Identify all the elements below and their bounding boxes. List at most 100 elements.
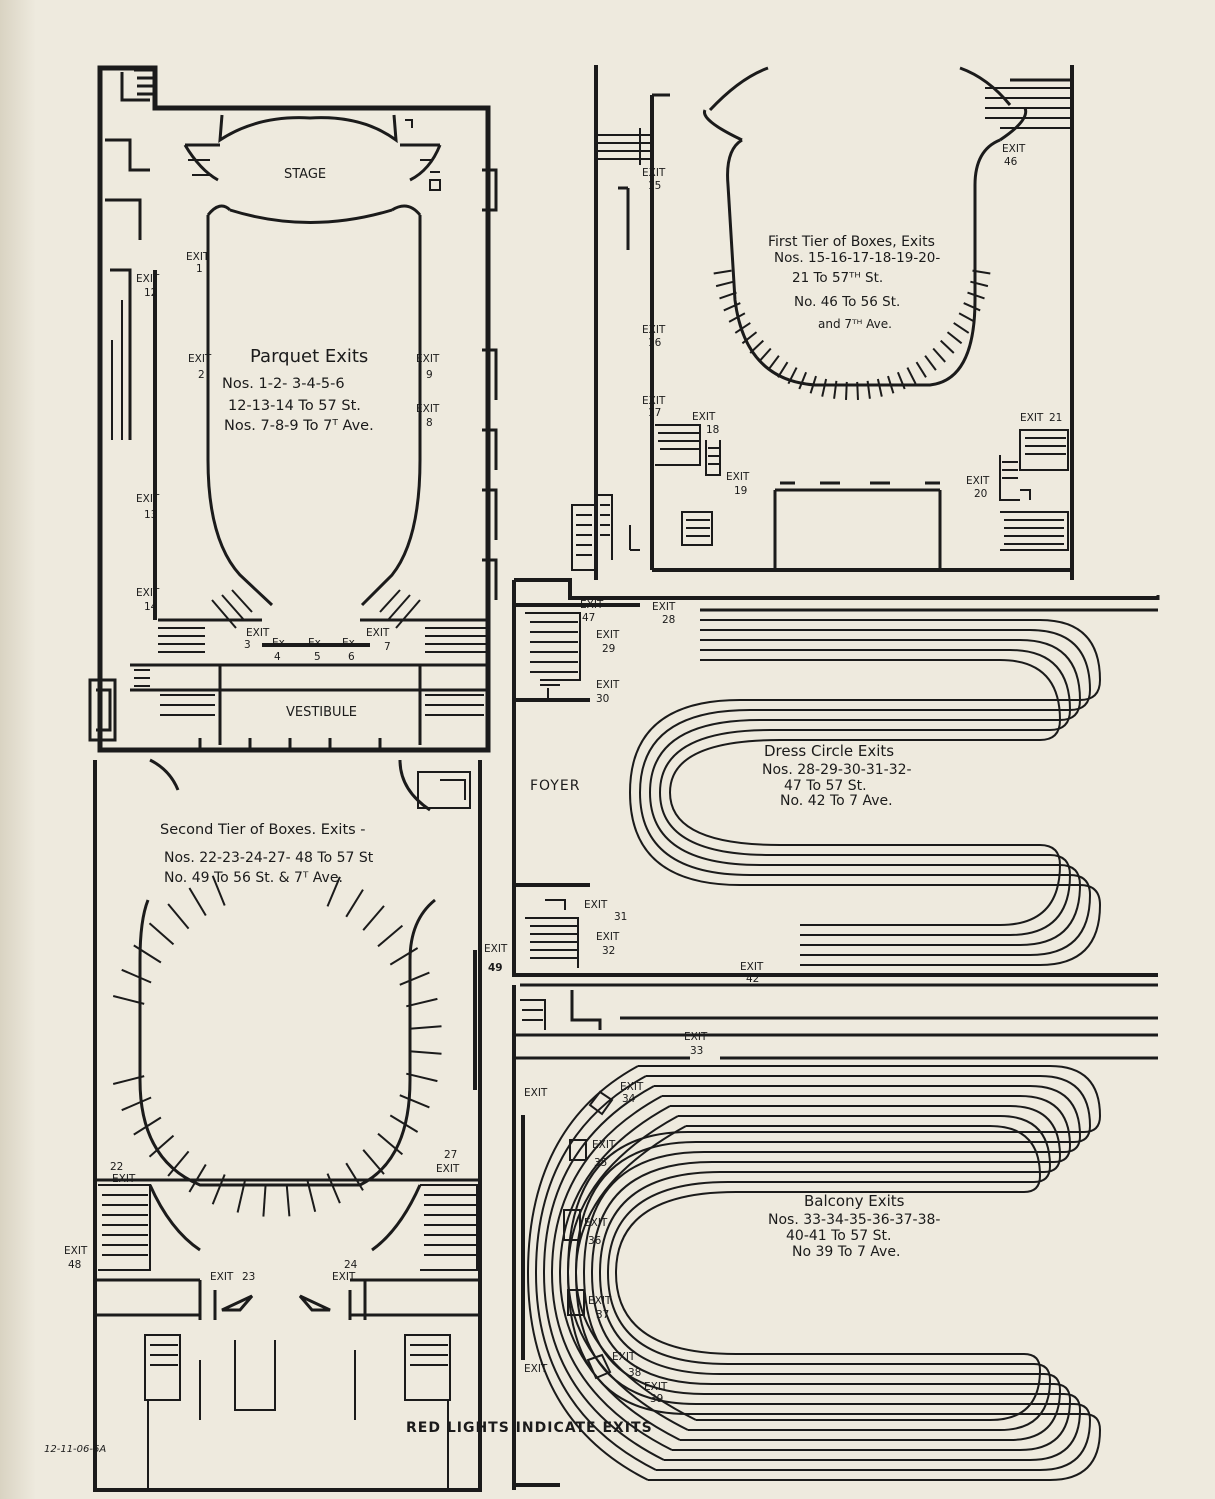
exit-1-word: EXIT <box>186 251 210 263</box>
exit-3-number: 3 <box>244 639 251 651</box>
dress-circle-title: Dress Circle Exits <box>764 742 894 760</box>
exit-23-word: EXIT <box>210 1271 234 1283</box>
first-tier-line-1: Nos. 15-16-17-18-19-20- <box>774 250 940 266</box>
exit-16-word: EXIT <box>642 324 666 336</box>
exit-3-word: EXIT <box>246 627 270 639</box>
dress-circle-line-1: Nos. 28-29-30-31-32- <box>762 762 912 778</box>
exit-35-number: 35 <box>594 1157 607 1169</box>
exit-27-word: EXIT <box>436 1163 460 1175</box>
exit-28-number: 28 <box>662 614 675 626</box>
exit-19-word: EXIT <box>726 471 750 483</box>
exit-49-word: EXIT <box>484 943 508 955</box>
stage-label: STAGE <box>284 167 326 182</box>
exit-27-number: 27 <box>444 1149 457 1161</box>
first-tier-line-3: No. 46 To 56 St. <box>794 294 900 310</box>
exit-22-word: EXIT <box>112 1173 136 1185</box>
second-tier-line-2: No. 49 To 56 St. & 7ᵀ Ave. <box>164 870 343 886</box>
parquet-line-2: 12-13-14 To 57 St. <box>228 398 361 414</box>
parquet-line-3: Nos. 7-8-9 To 7ᵀ Ave. <box>224 418 374 434</box>
exit-15-word: EXIT <box>642 167 666 179</box>
balcony-exit-upper-word: EXIT <box>524 1087 548 1099</box>
balcony-plan <box>512 983 1158 1490</box>
dress-circle-line-2: 47 To 57 St. <box>784 778 867 794</box>
vestibule-label: VESTIBULE <box>286 705 357 720</box>
exit-35-word: EXIT <box>592 1139 616 1151</box>
exit-19-number: 19 <box>734 485 747 497</box>
foyer-label: FOYER <box>530 778 580 794</box>
exit-36-word: EXIT <box>584 1217 608 1229</box>
dress-circle-labels: FOYER Dress Circle Exits Nos. 28-29-30-3… <box>530 599 912 985</box>
exit-18-number: 18 <box>706 424 719 436</box>
exit-30-number: 30 <box>596 693 609 705</box>
exit-5-number: 5 <box>314 651 321 663</box>
archive-note: 12-11-06-6A <box>44 1444 106 1455</box>
exit-39-word: EXIT <box>644 1381 668 1393</box>
exit-29-word: EXIT <box>596 629 620 641</box>
exit-32-number: 32 <box>602 945 615 957</box>
exit-12-number: 12 <box>144 287 157 299</box>
first-tier-plan <box>571 65 1074 580</box>
exit-17-word: EXIT <box>642 395 666 407</box>
exit-6-word: Ex <box>342 637 355 649</box>
second-tier-plan <box>93 758 482 1492</box>
balcony-title: Balcony Exits <box>804 1192 905 1210</box>
exit-15-number: 15 <box>648 180 661 192</box>
exit-31-number: 31 <box>614 911 627 923</box>
exit-46-number: 46 <box>1004 156 1018 168</box>
exit-13-word: EXIT <box>136 493 160 505</box>
exit-39-number: 39 <box>650 1393 663 1405</box>
exit-24-number: 24 <box>344 1259 358 1271</box>
balcony-line-2: 40-41 To 57 St. <box>786 1228 891 1244</box>
exit-46-word: EXIT <box>1002 143 1026 155</box>
exit-21-number: 21 <box>1049 412 1062 424</box>
exit-16-number: 16 <box>648 337 662 349</box>
exit-7-word: EXIT <box>366 627 390 639</box>
exit-21-word: EXIT <box>1020 412 1044 424</box>
exit-17-number: 17 <box>648 407 661 419</box>
exit-2-word: EXIT <box>188 353 212 365</box>
first-tier-line-4: and 7ᵀᴴ Ave. <box>818 317 892 331</box>
exit-24-word: EXIT <box>332 1271 356 1283</box>
parquet-plan <box>88 65 498 753</box>
exit-28-word: EXIT <box>652 601 676 613</box>
parquet-title: Parquet Exits <box>250 346 368 367</box>
exit-34-number: 34 <box>622 1093 636 1105</box>
exit-32-word: EXIT <box>596 931 620 943</box>
exit-47-word: EXIT <box>580 599 604 611</box>
exit-30-word: EXIT <box>596 679 620 691</box>
exit-29-number: 29 <box>602 643 615 655</box>
second-tier-labels: Second Tier of Boxes. Exits - Nos. 22-23… <box>64 822 508 1283</box>
exit-34-word: EXIT <box>620 1081 644 1093</box>
exit-8-word: EXIT <box>416 403 440 415</box>
exit-22-number: 22 <box>110 1161 123 1173</box>
exit-48-number: 48 <box>68 1259 81 1271</box>
exit-20-number: 20 <box>974 488 987 500</box>
exit-4-word: Ex <box>272 637 285 649</box>
exit-12-word: EXIT <box>136 273 160 285</box>
first-tier-line-2: 21 To 57ᵀᴴ St. <box>792 270 883 286</box>
exit-31-word: EXIT <box>584 899 608 911</box>
exit-14-word: EXIT <box>136 587 160 599</box>
binding-edge <box>0 0 36 1499</box>
exit-48-word: EXIT <box>64 1245 88 1257</box>
exit-36-number: 36 <box>588 1235 602 1247</box>
exit-42-number: 42 <box>746 973 759 985</box>
exit-6-number: 6 <box>348 651 355 663</box>
exit-38-number: 38 <box>628 1367 641 1379</box>
parquet-labels: STAGE VESTIBULE Parquet Exits Nos. 1-2- … <box>136 167 440 720</box>
exit-47-number: 47 <box>582 612 595 624</box>
exit-7-number: 7 <box>384 641 391 653</box>
balcony-line-1: Nos. 33-34-35-36-37-38- <box>768 1212 940 1228</box>
exit-23-number: 23 <box>242 1271 255 1283</box>
exit-18-word: EXIT <box>692 411 716 423</box>
exit-8-number: 8 <box>426 417 433 429</box>
exit-1-number: 1 <box>196 263 203 275</box>
first-tier-labels: First Tier of Boxes, Exits Nos. 15-16-17… <box>642 143 1062 500</box>
balcony-exit-lower-word: EXIT <box>524 1363 548 1375</box>
exit-4-number: 4 <box>274 651 281 663</box>
exit-13-number: 13 <box>144 509 157 521</box>
first-tier-title: First Tier of Boxes, Exits <box>768 234 935 250</box>
caption: RED LIGHTS INDICATE EXITS <box>406 1420 653 1436</box>
